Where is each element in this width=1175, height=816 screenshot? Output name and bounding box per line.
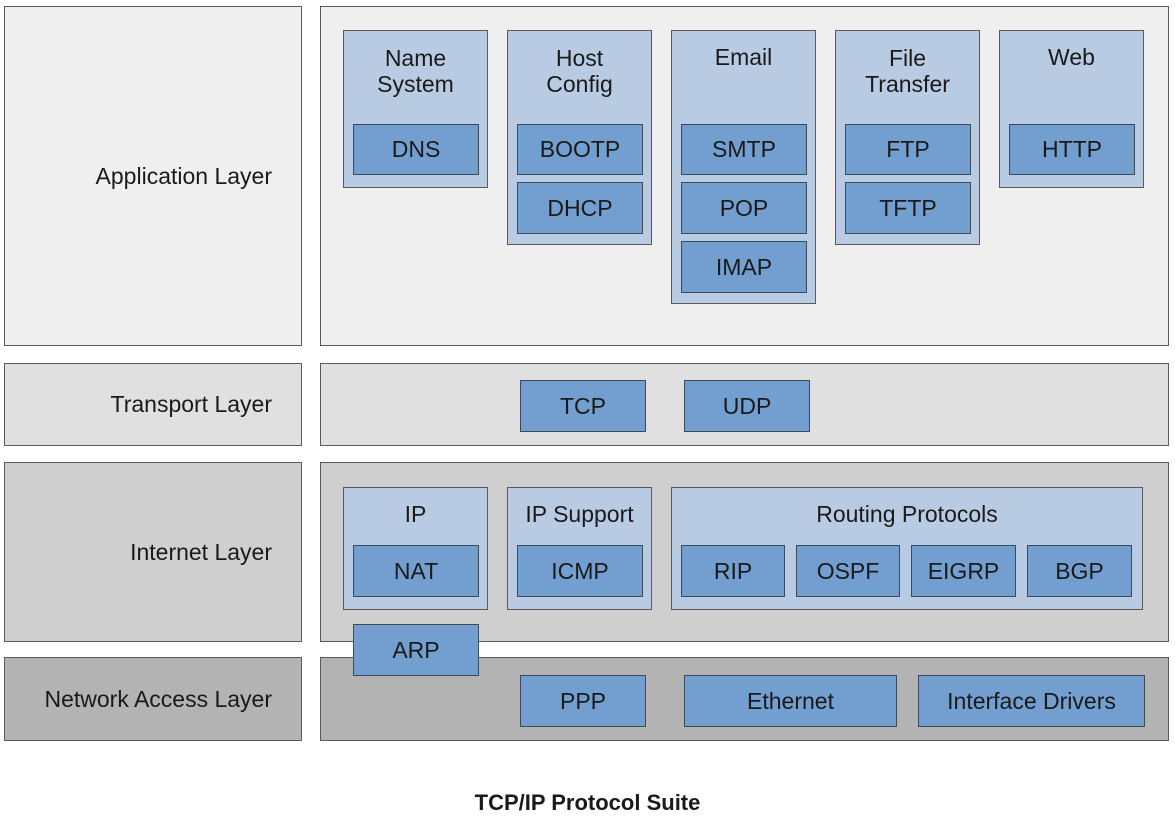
network-access-layer-label-text: Network Access Layer (44, 685, 272, 712)
transport-layer-label-text: Transport Layer (110, 391, 273, 417)
protocol-dns-label: DNS (391, 136, 441, 162)
protocol-pop: POP (681, 182, 807, 234)
protocol-tftp: TFTP (845, 182, 971, 234)
group-ip-support-title: IP Support (525, 501, 634, 527)
protocol-imap-label: IMAP (715, 253, 773, 280)
protocol-ospf-label: OSPF (816, 557, 880, 584)
protocol-interface-drivers-label: Interface Drivers (947, 687, 1116, 714)
group-email-title: Email (714, 44, 773, 70)
protocol-udp-label: UDP (722, 392, 772, 419)
diagram-caption: TCP/IP Protocol Suite (474, 790, 701, 815)
group-name-system-title: Name System (377, 45, 454, 97)
group-host-config-title: Host Config (546, 45, 613, 97)
group-ip-title: IP (404, 501, 427, 527)
protocol-ethernet-label: Ethernet (747, 687, 834, 714)
protocol-icmp: ICMP (517, 545, 643, 597)
protocol-bgp-label: BGP (1055, 557, 1104, 584)
protocol-nat: NAT (353, 545, 479, 597)
protocol-pop-label: POP (719, 194, 769, 221)
internet-layer-label: Internet Layer (4, 462, 302, 642)
transport-layer-label: Transport Layer (4, 363, 302, 446)
protocol-dhcp: DHCP (517, 182, 643, 234)
protocol-tftp-label: TFTP (879, 194, 937, 221)
protocol-ethernet: Ethernet (684, 675, 897, 727)
protocol-arp-label: ARP (392, 636, 440, 663)
protocol-dns: DNS (353, 124, 479, 175)
protocol-http: HTTP (1009, 124, 1135, 175)
group-web-title: Web (1048, 44, 1095, 70)
protocol-ppp: PPP (520, 675, 646, 727)
protocol-smtp: SMTP (681, 124, 807, 175)
protocol-rip: RIP (681, 545, 785, 597)
protocol-rip-label: RIP (713, 557, 753, 584)
internet-layer-label-text: Internet Layer (130, 538, 272, 565)
protocol-ospf: OSPF (796, 545, 900, 597)
network-access-layer-label: Network Access Layer (4, 657, 302, 741)
application-layer-label-text: Application Layer (95, 162, 272, 189)
protocol-http-label: HTTP (1041, 136, 1103, 162)
protocol-icmp-label: ICMP (551, 557, 609, 584)
protocol-ftp-label: FTP (886, 136, 930, 162)
protocol-ppp-label: PPP (559, 687, 607, 714)
protocol-tcp-label: TCP (560, 392, 606, 419)
protocol-arp: ARP (353, 624, 479, 676)
protocol-dhcp-label: DHCP (547, 194, 613, 221)
protocol-nat-label: NAT (393, 557, 439, 584)
group-file-transfer-title: File Transfer (865, 45, 950, 97)
protocol-tcp: TCP (520, 380, 646, 432)
group-routing-protocols-title: Routing Protocols (816, 501, 998, 527)
application-layer-label: Application Layer (4, 6, 302, 346)
protocol-imap: IMAP (681, 241, 807, 293)
protocol-eigrp-label: EIGRP (927, 557, 1000, 584)
protocol-bgp: BGP (1027, 545, 1132, 597)
protocol-eigrp: EIGRP (911, 545, 1016, 597)
protocol-bootp: BOOTP (517, 124, 643, 175)
protocol-udp: UDP (684, 380, 810, 432)
protocol-smtp-label: SMTP (712, 136, 776, 162)
protocol-ftp: FTP (845, 124, 971, 175)
protocol-interface-drivers: Interface Drivers (918, 675, 1145, 727)
protocol-bootp-label: BOOTP (539, 136, 621, 162)
